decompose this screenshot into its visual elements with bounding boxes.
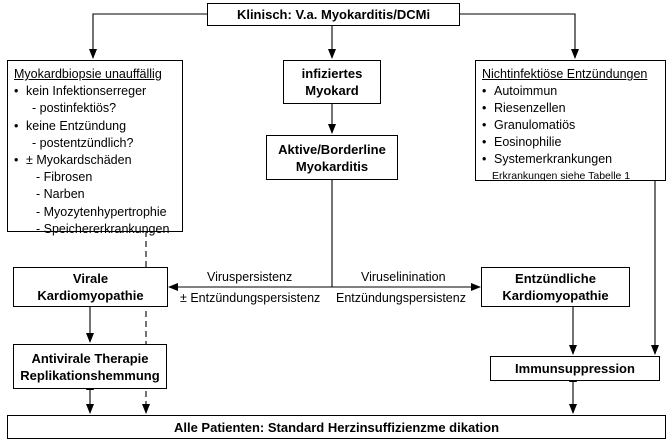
list-item: •keine Entzündung xyxy=(14,118,127,133)
list-item: •kein Infektionserreger xyxy=(14,84,147,99)
table-reference-note: Erkrankungen siehe Tabelle 1 xyxy=(492,170,631,182)
inflammatory-cardiomyopathy-box: Entzündliche Kardiomyopathie xyxy=(481,267,630,307)
list-item: - Fibrosen xyxy=(36,170,93,185)
inflammatory-line1: Entzündliche xyxy=(515,271,596,286)
noninfectious-heading: Nichtinfektiöse Entzündungen xyxy=(482,67,648,81)
list-item: •± Myokardschäden xyxy=(14,153,132,168)
clinical-suspicion-box: Klinisch: V.a. Myokarditis/DCMi xyxy=(207,3,460,26)
list-item: •Riesenzellen xyxy=(482,101,566,115)
connector-top-left xyxy=(89,13,207,59)
clinical-suspicion-text: Klinisch: V.a. Myokarditis/DCMi xyxy=(236,7,431,22)
label-viruspersistenz: Viruspersistenz xyxy=(207,270,293,284)
immunosuppression-box: Immunsuppression xyxy=(490,356,660,381)
list-item: - Speichererkrankungen xyxy=(36,221,170,236)
active-line1: Aktive/Borderline xyxy=(278,141,386,157)
viral-cardiomyopathy-box: Virale Kardiomyopathie xyxy=(13,267,168,307)
standard-therapy-box: Alle Patienten: Standard Herzinsuffizien… xyxy=(7,415,666,439)
normal-biopsy-heading: Myokardbiopsie unauffällig xyxy=(14,67,162,81)
viral-line1: Virale xyxy=(72,271,109,286)
infected-line1: infiziertes xyxy=(301,66,363,81)
list-item: •Autoimmun xyxy=(482,84,558,98)
noninfectious-box: Nichtinfektiöse Entzündungen •Autoimmun … xyxy=(475,60,666,182)
list-item: •Systemerkrankungen xyxy=(482,152,613,166)
label-entzuendungspersistenz-left: ± Entzündungspersistenz xyxy=(180,291,321,305)
inflammatory-line2: Kardiomyopathie xyxy=(502,288,609,303)
antiviral-line2: Replikationshemmung xyxy=(20,367,160,383)
noninfectious-list: Nichtinfektiöse Entzündungen •Autoimmun … xyxy=(482,66,647,185)
infected-line2: Myokard xyxy=(305,83,359,98)
list-item: - postinfektiös? xyxy=(32,101,117,116)
list-item: - postentzündlich? xyxy=(32,135,134,150)
label-viruselination: Viruselinination xyxy=(361,270,446,284)
antiviral-therapy-box: Antivirale Therapie Replikationshemmung xyxy=(13,344,167,389)
label-entzuendungspersistenz-right: Entzündungspersistenz xyxy=(336,291,466,305)
active-myocarditis-box: Aktive/Borderline Myokarditis xyxy=(266,135,398,180)
infected-myocardium-box: infiziertes Myokard xyxy=(283,60,381,104)
normal-biopsy-list: Myokardbiopsie unauffällig •kein Infekti… xyxy=(14,66,169,238)
list-item: •Granulomatiös xyxy=(482,118,576,132)
normal-biopsy-box: Myokardbiopsie unauffällig •kein Infekti… xyxy=(7,60,183,236)
list-item: - Narben xyxy=(36,187,85,202)
viral-line2: Kardiomyopathie xyxy=(37,288,144,303)
list-item: •Eosinophilie xyxy=(482,135,562,149)
antiviral-line1: Antivirale Therapie xyxy=(31,350,149,366)
connector-top-right xyxy=(460,13,579,59)
list-item: - Myozytenhypertrophie xyxy=(36,204,167,219)
active-line2: Myokarditis xyxy=(295,158,369,174)
immunosuppression-text: Immunsuppression xyxy=(515,361,635,376)
standard-therapy-text: Alle Patienten: Standard Herzinsuffizien… xyxy=(173,419,500,435)
